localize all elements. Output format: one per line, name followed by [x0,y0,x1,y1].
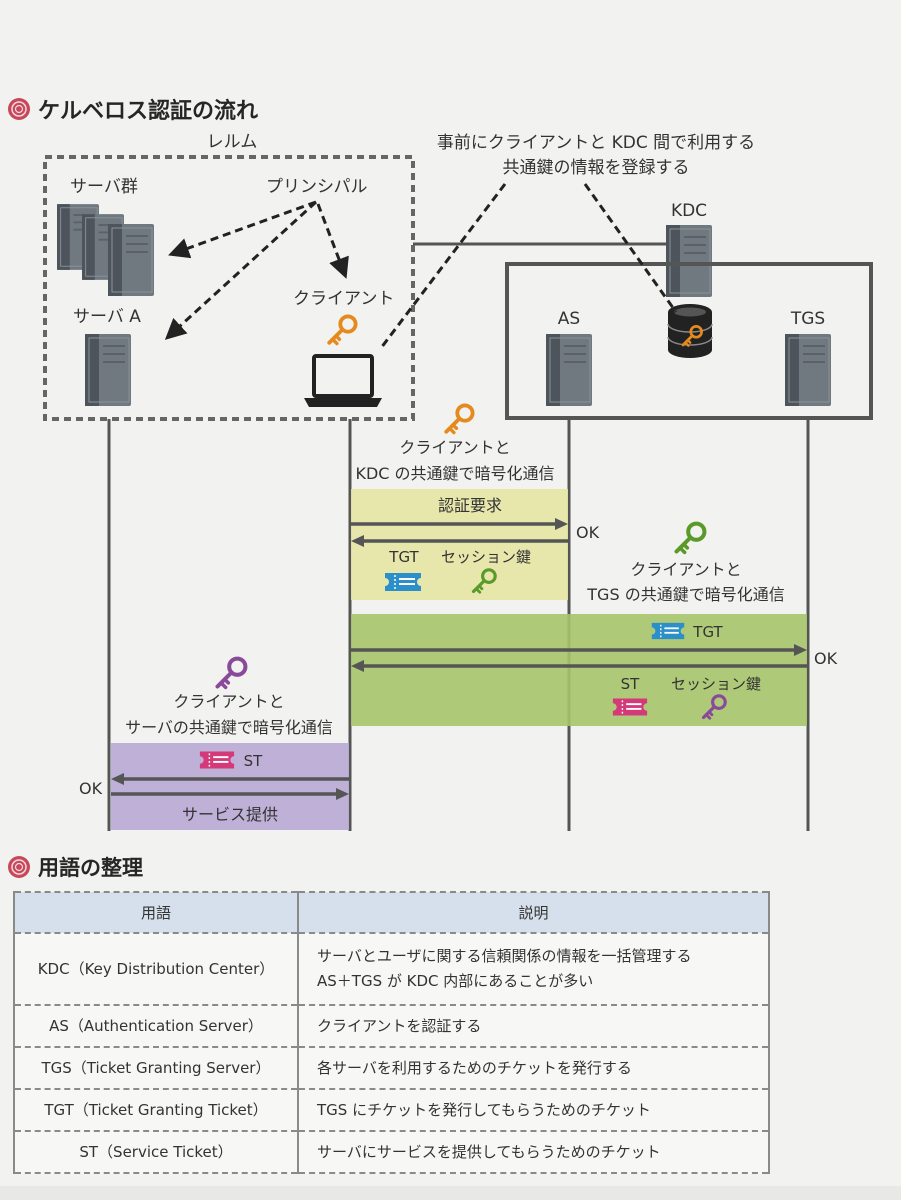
st-ticket-icon [611,697,649,717]
glossary-table: 用語 説明 KDC（Key Distribution Center） サーバとユ… [13,891,770,1174]
server-a-icon [84,334,132,406]
kdc-label: KDC [671,201,707,221]
server-a-label: サーバ A [73,307,141,327]
kerberos-diagram: ケルベロス認証の流れ レルム サーバ群 プリンシパル サーバ A クライアント … [8,98,873,880]
step3-key-icon [218,659,246,688]
step2-caption-2: TGS の共通鍵で暗号化通信 [586,585,784,604]
step1-band [351,489,568,600]
step1-key-icon [444,403,475,435]
as-server-icon [546,334,592,406]
step1-caption-2: KDC の共通鍵で暗号化通信 [355,464,554,483]
step3-caption-1: クライアントと [173,692,284,711]
principal-arrow [316,203,349,279]
section-title: 用語の整理 [38,856,143,880]
desc-cell: 各サーバを利用するためのチケットを発行する [297,1046,770,1090]
database-icon [667,304,713,358]
server-ok-label: OK [79,779,103,798]
tgs-server-icon [785,334,831,406]
server-group-icon [57,203,154,296]
service-label: サービス提供 [182,805,278,824]
as-label: AS [558,309,580,329]
auth-request-label: 認証要求 [438,496,502,515]
step1-caption-1: クライアントと [399,438,510,457]
laptop-icon [304,354,382,407]
page-bottom-edge [0,1186,901,1200]
section-title: ケルベロス認証の流れ [38,98,258,124]
step3-st-ticket-icon [198,750,236,770]
realm-label: レルム [207,132,258,152]
tgs-ok-label: OK [814,649,838,668]
term-cell: ST（Service Ticket） [13,1130,299,1174]
table-header-row: 用語 説明 [13,891,770,934]
step3-st-label: ST [244,752,264,770]
principal-arrow [164,200,318,340]
desc-line: サーバとユーザに関する信頼関係の情報を一括管理する [317,947,692,965]
note-line-2: 共通鍵の情報を登録する [503,158,690,178]
term-cell: TGS（Ticket Granting Server） [13,1046,299,1090]
desc-cell: TGS にチケットを発行してもらうためのチケット [297,1088,770,1132]
table-row: TGS（Ticket Granting Server） 各サーバを利用するための… [13,1046,770,1090]
header-desc: 説明 [297,891,770,934]
as-ok-label: OK [576,523,600,542]
term-cell: KDC（Key Distribution Center） [13,932,299,1006]
step2-key-icon [677,524,705,553]
table-row: AS（Authentication Server） クライアントを認証する [13,1004,770,1048]
header-term: 用語 [13,891,299,934]
desc-line: 各サーバを利用するためのチケットを発行する [317,1058,632,1077]
note-line-1: 事前にクライアントと KDC 間で利用する [437,133,755,153]
desc-line: サーバにサービスを提供してもらうためのチケット [317,1142,661,1161]
client-label: クライアント [293,289,394,309]
kdc-box [505,262,873,420]
desc-cell: クライアントを認証する [297,1004,770,1048]
table-row: TGT（Ticket Granting Ticket） TGS にチケットを発行… [13,1088,770,1132]
step2-session-key-label: セッション鍵 [671,675,761,693]
term-cell: AS（Authentication Server） [13,1004,299,1048]
desc-line: TGS にチケットを発行してもらうためのチケット [317,1100,651,1119]
step2-tgt-label: TGT [692,623,723,641]
note-leader [379,183,507,349]
tgs-label: TGS [790,309,825,329]
note-leader [583,183,678,313]
section-bullet-icon [8,98,30,120]
server-group-label: サーバ群 [70,177,138,197]
desc-cell: サーバとユーザに関する信頼関係の情報を一括管理する AS＋TGS が KDC 内… [297,932,770,1006]
client-key-icon [327,314,358,346]
principal-label: プリンシパル [266,177,368,197]
desc-line: AS＋TGS が KDC 内部にあることが多い [317,972,594,990]
step1-tgt-label: TGT [388,548,419,566]
kdc-server-icon [666,225,712,297]
step2-tgt-ticket-icon [650,621,686,641]
step3-caption-2: サーバの共通鍵で暗号化通信 [125,718,333,737]
table-row: KDC（Key Distribution Center） サーバとユーザに関する… [13,932,770,1006]
desc-line: クライアントを認証する [317,1016,482,1035]
realm-boundary [43,155,415,421]
step2-st-label: ST [621,675,641,693]
step2-caption-1: クライアントと [630,560,741,579]
tgt-ticket-icon [384,572,422,592]
term-cell: TGT（Ticket Granting Ticket） [13,1088,299,1132]
step2-band [351,614,807,726]
desc-cell: サーバにサービスを提供してもらうためのチケット [297,1130,770,1174]
section-bullet-icon [8,856,30,878]
table-row: ST（Service Ticket） サーバにサービスを提供してもらうためのチケ… [13,1130,770,1174]
step1-session-key-label: セッション鍵 [441,548,531,566]
principal-arrow [168,200,317,259]
